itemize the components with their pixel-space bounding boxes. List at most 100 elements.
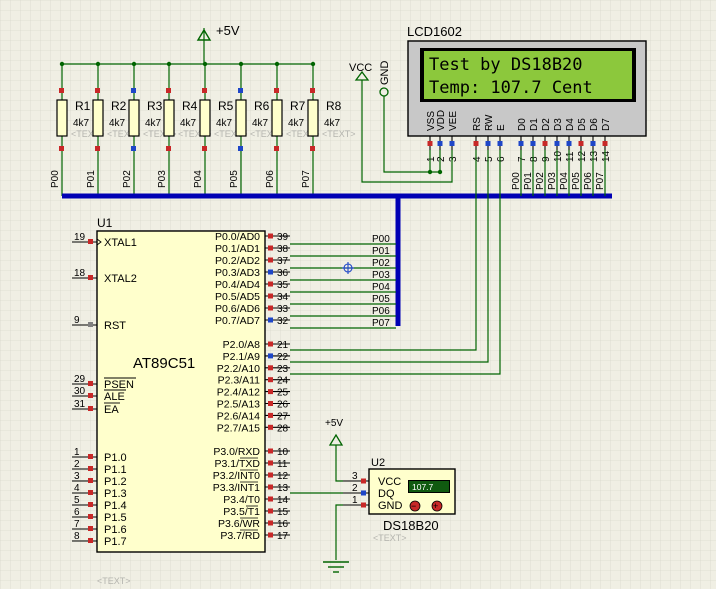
sensor-display-value: 107.7 bbox=[412, 482, 434, 492]
power-terminal-top[interactable]: +5V bbox=[196, 23, 240, 41]
mcu-pin-number: 14 bbox=[277, 495, 289, 506]
pin-marker bbox=[88, 466, 93, 471]
net-label: P02 bbox=[372, 258, 390, 269]
net-label: P03 bbox=[547, 172, 558, 190]
lcd-pins: VSS1VDD2VEE3RS4RW5E6D07P00D18P01D29P02D3… bbox=[426, 110, 612, 196]
resistor-body bbox=[56, 99, 68, 137]
pin-marker bbox=[497, 141, 503, 146]
mcu-pin-name: P3.3/INT1 bbox=[213, 482, 260, 494]
pin-marker bbox=[268, 389, 273, 395]
lcd-control-wires bbox=[290, 150, 501, 375]
sensor-down-button[interactable]: + bbox=[431, 500, 443, 512]
pin-marker bbox=[310, 88, 315, 93]
mcu-pin-number: 12 bbox=[277, 471, 289, 482]
mcu-pin-number: 34 bbox=[277, 292, 289, 303]
sensor-display bbox=[409, 481, 449, 492]
mcu-placeholder-text: <TEXT> bbox=[97, 576, 131, 586]
pin-marker bbox=[554, 141, 560, 146]
pin-marker bbox=[578, 141, 584, 146]
net-label: P03 bbox=[157, 170, 168, 188]
power-terminal-sensor[interactable]: +5V bbox=[325, 418, 343, 446]
pin-marker bbox=[274, 146, 279, 151]
mcu-pin-number: 22 bbox=[277, 352, 289, 363]
mcu-pin-name: P0.0/AD0 bbox=[215, 231, 260, 243]
pin-marker bbox=[131, 146, 136, 151]
pin-marker bbox=[449, 141, 455, 146]
pin-marker bbox=[530, 141, 536, 146]
lcd-pin-number: 13 bbox=[589, 150, 600, 162]
mcu-pin-number: 2 bbox=[74, 459, 80, 470]
pin-marker bbox=[361, 478, 366, 484]
mcu-pin-number: 23 bbox=[277, 364, 289, 375]
mcu-pin-name: P2.6/A14 bbox=[217, 410, 260, 422]
mcu-pin-number: 31 bbox=[74, 399, 86, 410]
resistor-placeholder-text: <TEXT> bbox=[286, 129, 320, 139]
resistor-value: 4k7 bbox=[180, 118, 197, 129]
lcd-module[interactable]: LCD1602 <TEXT> Test by DS18B20 Temp: 107… bbox=[407, 24, 647, 196]
sensor-up-button[interactable]: − bbox=[409, 500, 421, 512]
lcd-pin-number: 10 bbox=[553, 150, 564, 162]
mcu-pin-p2-6-a14: 27 P2.6/A14 bbox=[217, 410, 290, 422]
mcu-pin-name: P1.7 bbox=[104, 536, 127, 548]
mcu-pin-name: ALE bbox=[104, 391, 125, 403]
lcd-power-wires bbox=[361, 80, 453, 183]
mcu-pin-number: 7 bbox=[74, 519, 80, 530]
net-label: P05 bbox=[571, 172, 582, 190]
power-label-sensor: +5V bbox=[325, 418, 343, 429]
mcu-pin-number: 32 bbox=[277, 316, 289, 327]
pin-marker bbox=[88, 239, 93, 244]
pin-marker bbox=[268, 424, 273, 430]
mcu-pin-name: P2.7/A15 bbox=[217, 422, 260, 434]
mcu-pin-name: P2.2/A10 bbox=[217, 363, 260, 375]
pin-marker bbox=[268, 412, 273, 418]
lcd-pin-name: RS bbox=[472, 117, 483, 131]
resistor-placeholder-text: <TEXT> bbox=[322, 129, 356, 139]
pin-marker bbox=[268, 365, 273, 371]
probe-marker[interactable] bbox=[342, 262, 354, 274]
net-label: P02 bbox=[122, 170, 133, 188]
pin-marker bbox=[202, 146, 207, 151]
lcd-pin-name: VSS bbox=[426, 111, 437, 131]
lcd-pin-name: RW bbox=[484, 114, 495, 131]
mcu-pin-number: 38 bbox=[277, 244, 289, 255]
mcu-name: AT89C51 bbox=[133, 355, 195, 372]
mcu-pin-name: P0.2/AD2 bbox=[215, 255, 260, 267]
net-label: P04 bbox=[372, 282, 390, 293]
lcd-pin-name: D0 bbox=[517, 118, 528, 131]
resistor-value: 4k7 bbox=[324, 118, 341, 129]
mcu-pin-number: 5 bbox=[74, 495, 80, 506]
pin-marker bbox=[268, 377, 273, 383]
lcd-pin-name: D2 bbox=[541, 118, 552, 131]
lcd-pin-number: 4 bbox=[472, 156, 483, 162]
net-label: P00 bbox=[511, 172, 522, 190]
mcu-pin-number: 27 bbox=[277, 411, 289, 422]
pin-marker bbox=[268, 520, 273, 526]
mcu-pin-name: P3.0/RXD bbox=[213, 446, 260, 458]
pin-marker bbox=[485, 141, 491, 146]
pin-marker bbox=[88, 381, 93, 386]
mcu-pin-number: 16 bbox=[277, 519, 289, 530]
pin-marker bbox=[268, 317, 273, 323]
mcu-pin-name: P2.1/A9 bbox=[223, 351, 261, 363]
